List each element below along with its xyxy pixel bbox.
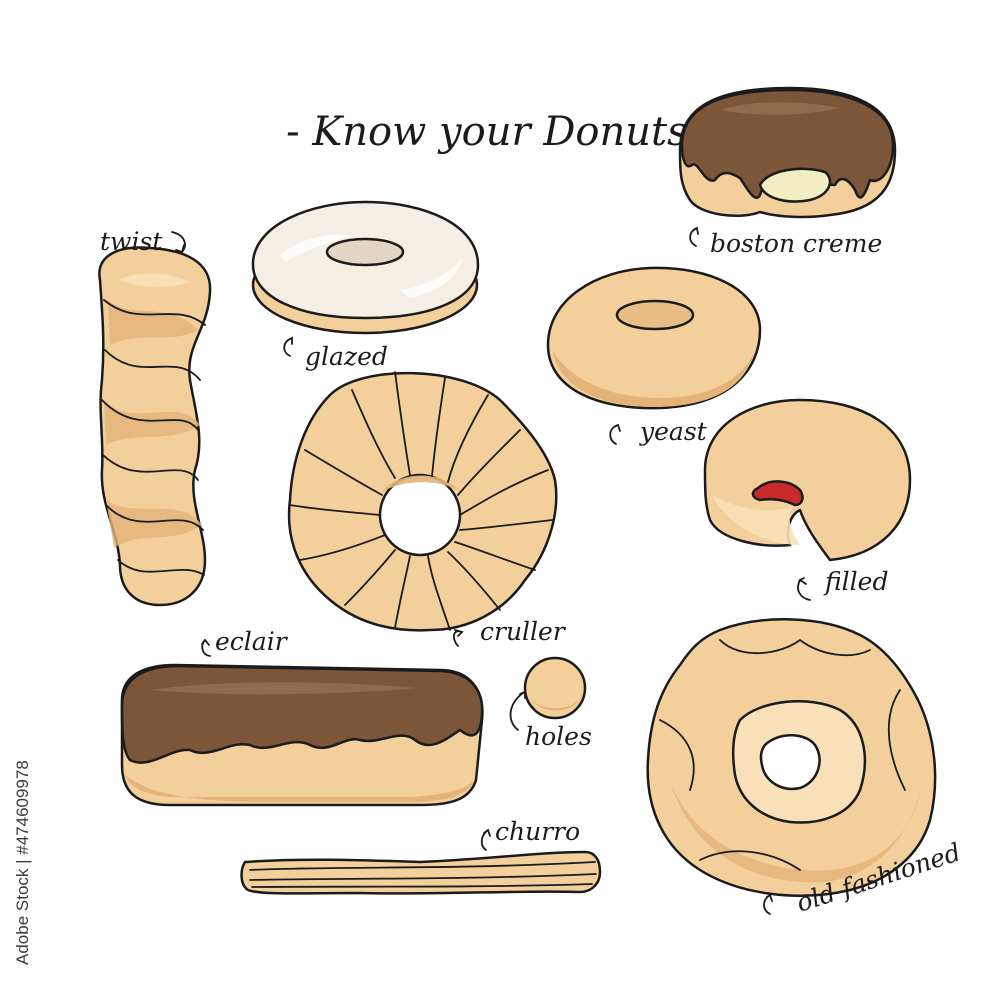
- yeast-donut: [546, 266, 762, 410]
- label-filled: filled: [823, 567, 888, 596]
- boston-creme-donut: [678, 86, 897, 219]
- stock-id-watermark: Adobe Stock | #474609978: [13, 760, 32, 965]
- twist-arrow: [171, 231, 186, 254]
- yeast-arrow: [609, 423, 621, 445]
- eclair-arrow: [201, 638, 211, 657]
- boston-creme-arrow: [689, 226, 699, 247]
- old-fashioned-donut: [646, 618, 937, 897]
- glazed-arrow: [283, 336, 293, 357]
- label-glazed: glazed: [305, 342, 388, 371]
- filled-donut: [703, 398, 912, 562]
- label-yeast: yeast: [639, 417, 708, 446]
- label-eclair: eclair: [215, 627, 289, 656]
- page-title: - Know your Donuts -: [286, 109, 714, 155]
- eclair-pastry: [120, 663, 484, 807]
- churro-arrow: [480, 828, 491, 851]
- filled-arrow: [797, 577, 811, 601]
- holes-arrow: [509, 690, 526, 731]
- twist-donut: [98, 246, 212, 607]
- donut-hole: [523, 656, 587, 720]
- label-cruller: cruller: [480, 617, 567, 646]
- label-holes: holes: [525, 722, 592, 751]
- label-twist: twist: [100, 227, 163, 256]
- label-churro: churro: [495, 817, 580, 846]
- cruller-donut: [287, 371, 558, 632]
- old-fashioned-arrow: [763, 893, 773, 915]
- churro-pastry: [240, 850, 602, 895]
- glazed-donut: [251, 200, 480, 335]
- stock-id-text: Adobe Stock | #474609978: [13, 760, 32, 965]
- label-boston-creme: boston creme: [710, 229, 882, 258]
- cruller-arrow: [453, 629, 464, 647]
